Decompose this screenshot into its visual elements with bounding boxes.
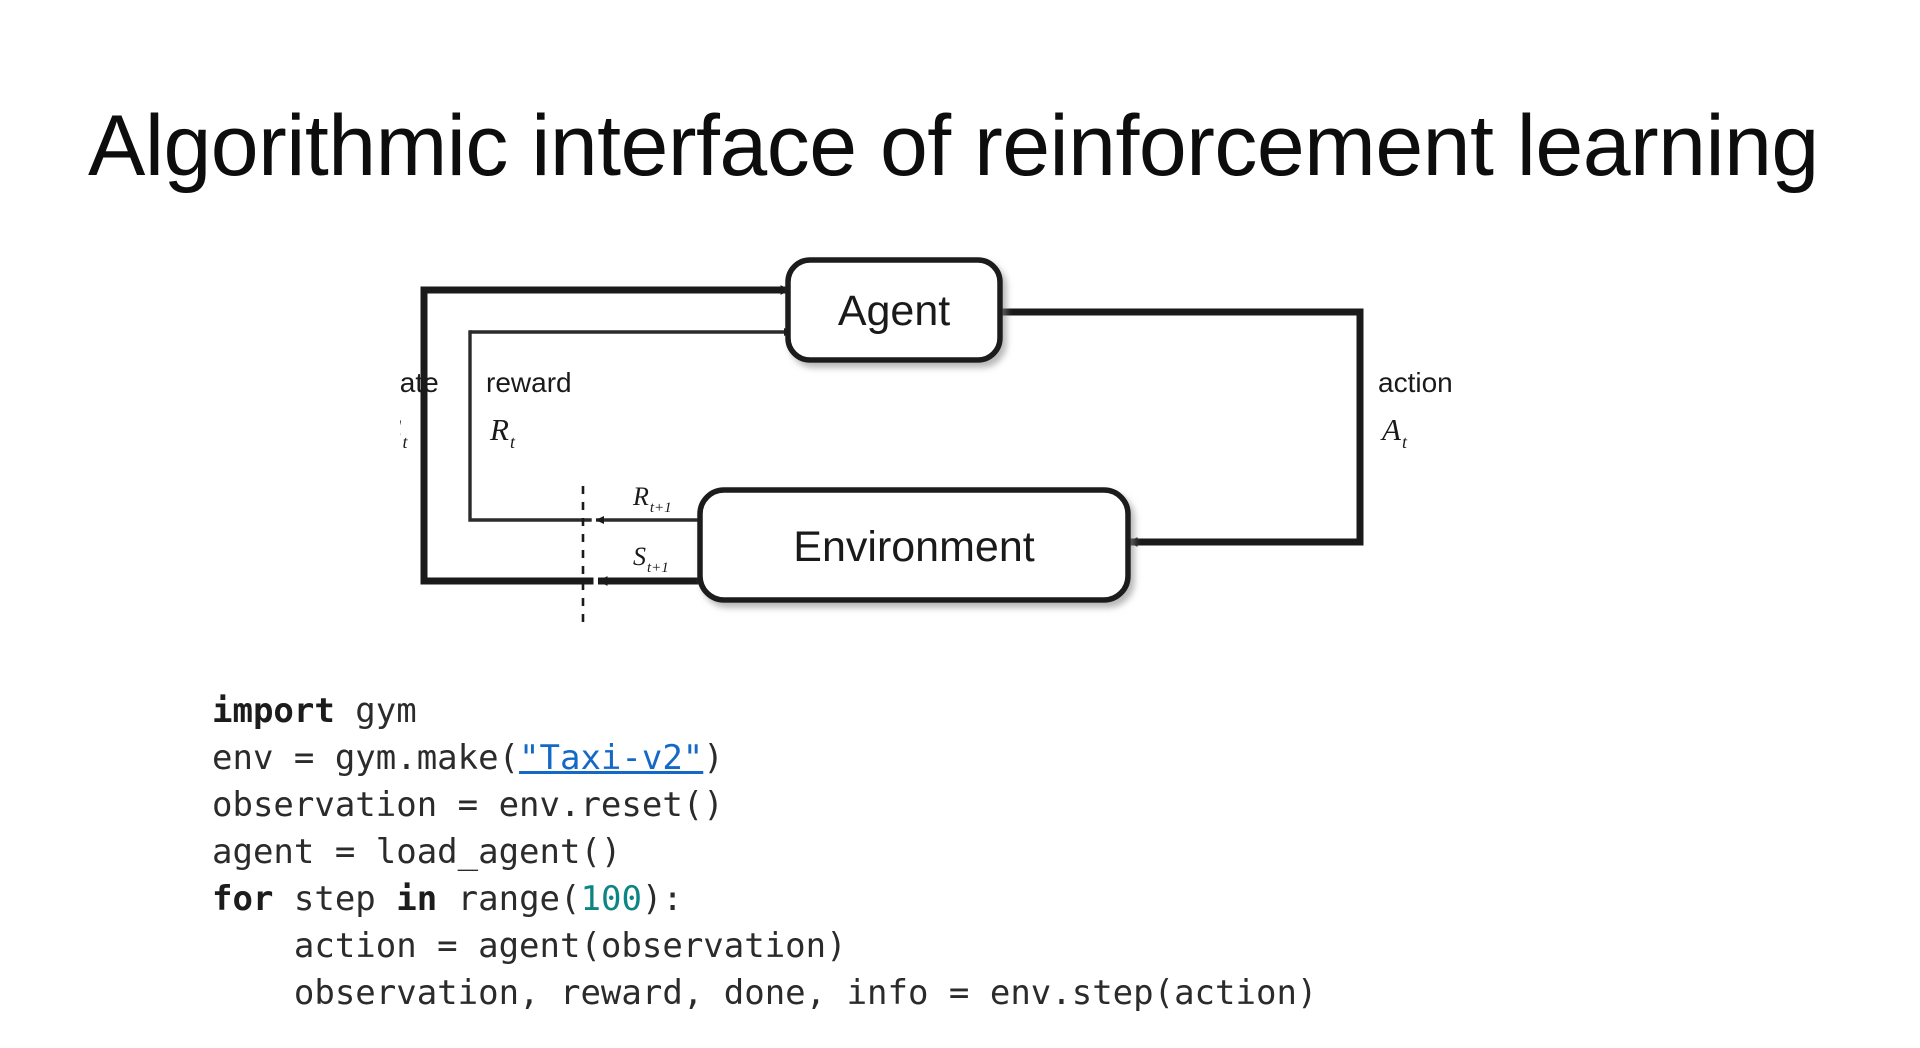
edge-label-action-symbol: At [1380, 412, 1408, 452]
code-text-token: env = gym.make( [212, 738, 520, 778]
edge-label-reward-next: Rt+1 [632, 482, 672, 516]
code-keyword-token: import [212, 691, 335, 731]
agent-environment-diagram: Agent Environment state St reward Rt [400, 250, 1460, 650]
page-title: Algorithmic interface of reinforcement l… [88, 97, 1819, 194]
node-environment-label: Environment [793, 523, 1034, 571]
code-line: observation, reward, done, info = env.st… [212, 970, 1318, 1017]
edge-label-reward-word: reward [486, 367, 572, 398]
code-text-token: observation = env.reset() [212, 785, 724, 825]
code-keyword-token: in [396, 879, 438, 919]
node-agent-label: Agent [838, 287, 950, 335]
node-agent[interactable]: Agent [785, 257, 1003, 363]
code-line: agent = load_agent() [212, 829, 1317, 876]
code-keyword-token: for [212, 879, 274, 919]
code-text-token: action = agent(observation) [293, 926, 847, 966]
edge-action [996, 308, 1364, 547]
code-indent [212, 973, 294, 1013]
code-text-token: ): [641, 879, 683, 919]
code-line: action = agent(observation) [212, 923, 1317, 970]
edge-label-action-word: action [1378, 367, 1453, 398]
code-text-token: observation, reward, done, info = env.st… [293, 973, 1318, 1013]
code-text-token: ) [703, 738, 724, 778]
edge-label-reward-symbol: Rt [489, 412, 516, 452]
edge-reward [468, 328, 793, 522]
edge-label-action: action At [1378, 367, 1453, 452]
node-environment[interactable]: Environment [697, 487, 1131, 603]
code-line: env = gym.make("Taxi-v2") [212, 735, 1317, 782]
edge-state [420, 285, 791, 585]
edge-label-state-symbol: St [400, 412, 409, 452]
edge-label-reward: reward Rt [486, 367, 572, 452]
code-text-token: range( [437, 879, 581, 919]
code-text-token: step [273, 879, 397, 919]
code-line: import gym [212, 688, 1317, 735]
code-text-token: agent = load_agent() [212, 832, 622, 872]
edge-label-state: state St [400, 367, 439, 452]
code-text-token: gym [334, 691, 417, 731]
code-line: observation = env.reset() [212, 782, 1317, 829]
code-line: for step in range(100): [212, 876, 1317, 923]
code-indent [212, 926, 294, 966]
code-number-token: 100 [580, 879, 642, 919]
edge-label-state-next: St+1 [633, 542, 669, 576]
code-link-token[interactable]: "Taxi-v2" [519, 738, 704, 778]
edge-label-state-word: state [400, 367, 439, 398]
